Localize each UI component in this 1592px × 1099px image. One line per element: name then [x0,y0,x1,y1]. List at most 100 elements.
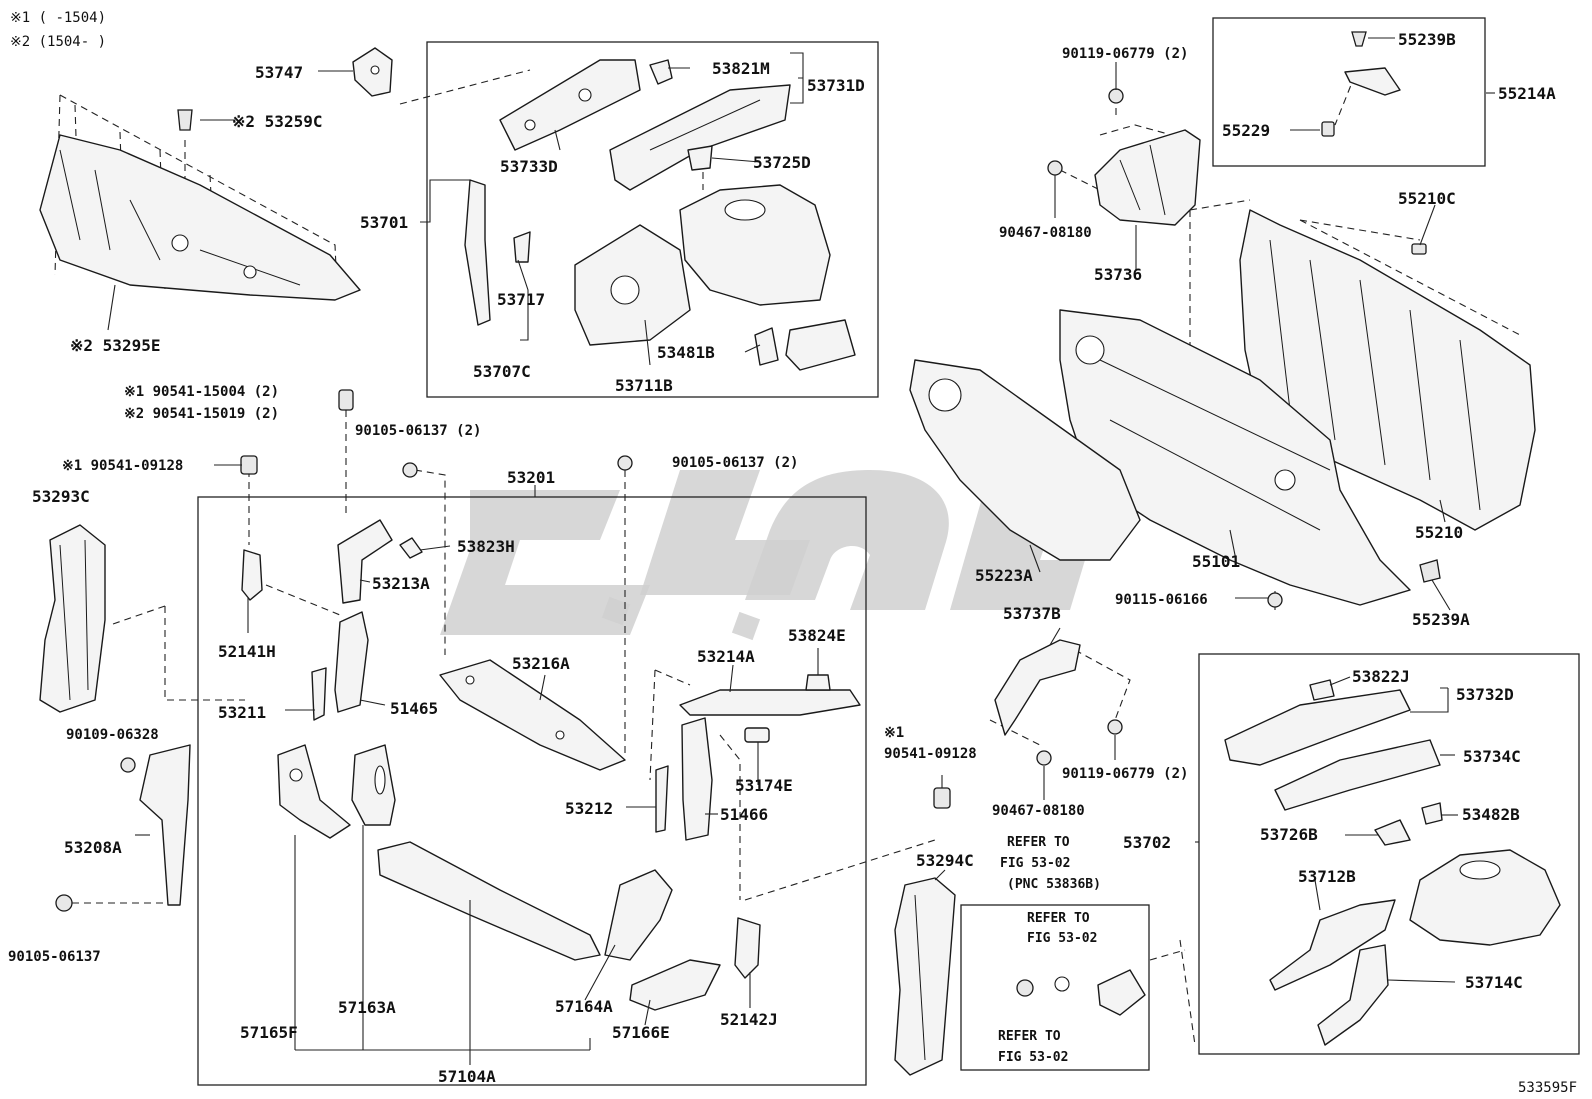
part-55229-clip [1321,121,1335,137]
label-53482b: 53482B [1462,805,1520,824]
label-53737b: 53737B [1003,604,1061,623]
label-90541-15004: ※1 90541-15004 (2) [124,384,279,400]
label-53734c: 53734C [1463,747,1521,766]
part-53732d-member [1224,689,1411,766]
label-53732d: 53732D [1456,685,1514,704]
header-notes: ※1 ( -1504) ※2 (1504- ) [10,10,106,50]
label-55239a: 55239A [1412,610,1470,629]
label-57166e: 57166E [612,1023,670,1042]
diagram-code: 533595F [1518,1080,1577,1096]
label-90105-06137-a: 90105-06137 (2) [355,423,481,439]
label-53293c: 53293C [32,487,90,506]
label-90119-06779-b: 90119-06779 (2) [1062,766,1188,782]
part-57104a-crossmember [377,841,601,961]
refer-note-2-line-1: REFER TO [1027,911,1090,926]
label-53212: 53212 [565,799,613,818]
label-90105-06137-c: 90105-06137 [8,949,101,965]
part-53216a-support [439,659,626,771]
part-55214a-bracket [1344,67,1401,96]
note-2: ※2 (1504- ) [10,34,106,50]
label-53747: 53747 [255,63,303,82]
part-53747-bracket [352,47,393,97]
label-55229: 55229 [1222,121,1270,140]
part-53733d-member [499,59,641,151]
part-57163a-member [351,744,396,826]
part-53737b-shield [994,639,1081,736]
part-fastener-90467-b [1036,750,1052,766]
label-53823h: 53823H [457,537,515,556]
label-90467-08180-a: 90467-08180 [999,225,1092,241]
label-52141h: 52141H [218,642,276,661]
label-53174e: 53174E [735,776,793,795]
label-53211: 53211 [218,703,266,722]
part-53726b-bracket [1374,819,1411,846]
part-53259c-clip [177,109,193,131]
group-box-53201 [197,496,867,1086]
part-53481b-bracket [754,319,856,371]
label-53822j: 53822J [1352,667,1410,686]
part-fastener-90105-a [402,462,418,478]
label-55239b: 55239B [1398,30,1456,49]
label-90109-06328: 90109-06328 [66,727,159,743]
label-53216a: 53216A [512,654,570,673]
refer-note-1-line-2: FIG 53-02 [1000,856,1070,871]
part-53702-apron [1409,849,1561,946]
label-53712b: 53712B [1298,867,1356,886]
leader-lines [107,37,1495,1065]
label-53294c: 53294C [916,851,974,870]
label-53726b: 53726B [1260,825,1318,844]
part-fastener-90541-09128-b [933,787,951,809]
refer-note-3-line-1: REFER TO [998,1029,1061,1044]
label-53481b: 53481B [657,343,715,362]
part-refer-fastener [1016,969,1146,1016]
label-90119-06779-a: 90119-06779 (2) [1062,46,1188,62]
label-90115-06166: 90115-06166 [1115,592,1208,608]
part-fastener-90467-a [1047,160,1063,176]
part-57164a-member [604,869,673,961]
label-53714c: 53714C [1465,973,1523,992]
label-53824e: 53824E [788,626,846,645]
label-53733d: 53733D [500,157,558,176]
part-53701-apron [464,179,831,346]
label-53295e: ※2 53295E [70,336,160,355]
group-box-refer-fig [960,904,1150,1071]
part-53734c-member [1274,739,1441,811]
label-55210c: 55210C [1398,189,1456,208]
part-53823h-clip [399,537,423,559]
label-55101: 55101 [1192,552,1240,571]
part-53821m-clip [649,59,673,85]
part-57165f-member [277,744,351,839]
part-53714c-member [1317,944,1389,1046]
group-box-55214a [1212,17,1486,167]
part-fastener-90115 [1267,592,1283,608]
label-52142j: 52142J [720,1010,778,1029]
part-57166e-bracket [629,959,721,1011]
label-51465: 51465 [390,699,438,718]
refer-notes: REFER TO FIG 53-02 (PNC 53836B) REFER TO… [998,835,1101,1065]
part-53824e-clip [805,674,831,691]
label-53213a: 53213A [372,574,430,593]
part-53208a-pillar [139,744,191,906]
part-53214a-support [679,689,861,716]
label-53725d: 53725D [753,153,811,172]
label-55223a: 55223A [975,566,1033,585]
label-53711b: 53711B [615,376,673,395]
part-51466-member [655,717,713,841]
part-53174e-pad [744,727,770,743]
part-53295e-lower-cover [39,134,361,301]
part-53482b-bracket [1421,802,1443,825]
label-51466: 51466 [720,805,768,824]
refer-note-2-line-2: FIG 53-02 [1027,931,1097,946]
label-53736: 53736 [1094,265,1142,284]
part-53712b-member [1269,899,1396,991]
label-53702: 53702 [1123,833,1171,852]
label-53701: 53701 [360,213,408,232]
label-90541-09128-b-mark: ※1 [884,725,904,741]
label-57104a: 57104A [438,1067,496,1086]
label-53201: 53201 [507,468,555,487]
refer-note-3-line-2: FIG 53-02 [998,1050,1068,1065]
part-53213a-bracket [337,519,393,604]
part-fastener-90105-c [55,894,73,912]
part-55239a-clip [1419,559,1441,583]
label-55210: 55210 [1415,523,1463,542]
